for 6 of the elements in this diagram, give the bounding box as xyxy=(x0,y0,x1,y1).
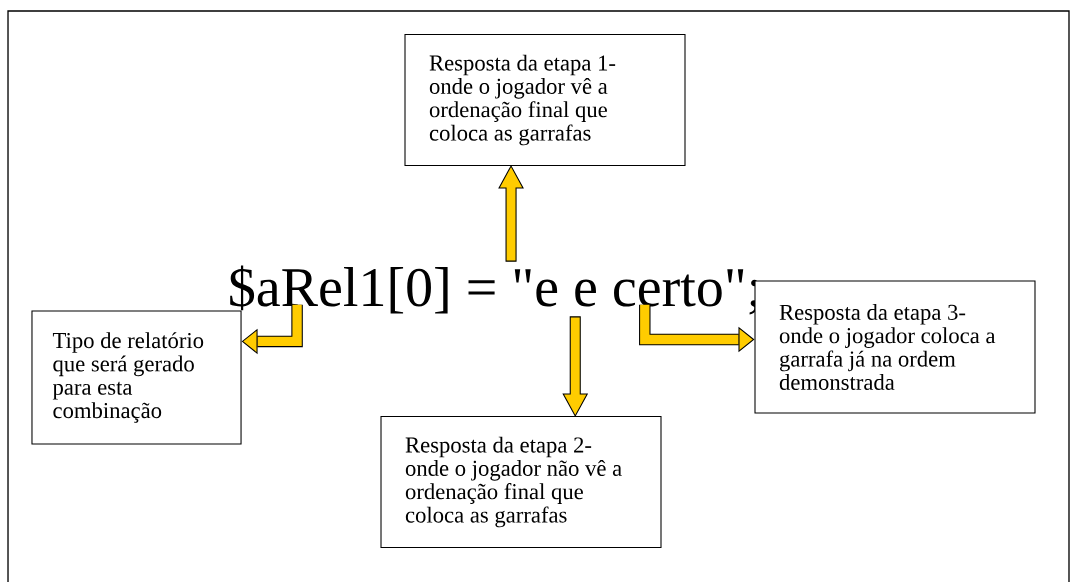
block-arrow xyxy=(498,164,524,262)
block-arrow xyxy=(241,304,303,355)
text-box: Resposta da etapa 1- onde o jogador vê a ordenação final que coloca as garrafas xyxy=(404,34,686,166)
block-arrow xyxy=(562,316,589,418)
text-box: Resposta da etapa 2- onde o jogador não vê a ordenação final que coloca as garrafas xyxy=(380,416,662,548)
text-box: Tipo de relatório que será gerado para esta combinação xyxy=(31,310,242,445)
